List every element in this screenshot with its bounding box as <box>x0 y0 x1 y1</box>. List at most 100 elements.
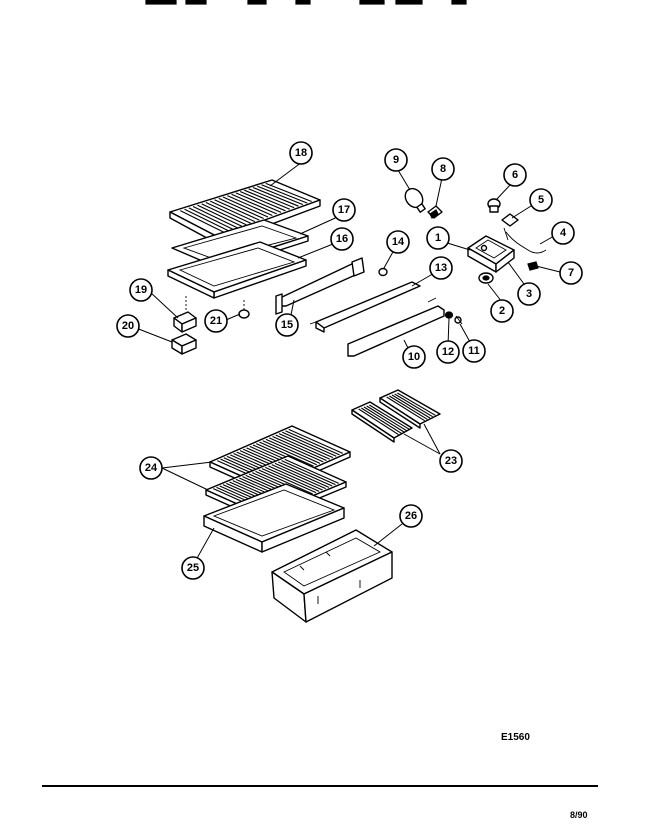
part-4-wire <box>505 231 547 254</box>
part-16-shelf-tray <box>167 241 307 299</box>
shelf-hatch-line <box>269 437 324 463</box>
part-10-shelf-rail <box>347 297 445 357</box>
part-21-nut <box>238 300 250 319</box>
shelf-hatch-line <box>180 210 225 233</box>
callout-8: 8 <box>431 157 455 181</box>
shelf-hatch-line <box>282 431 337 457</box>
svg-text:6: 6 <box>512 169 518 181</box>
svg-text:24: 24 <box>145 462 158 474</box>
part-15-bracket-rail <box>275 257 365 315</box>
shelf-hatch-line <box>366 405 407 432</box>
callout-12: 12 <box>436 340 460 364</box>
date-code: 8/90 <box>570 810 588 820</box>
callout-19: 19 <box>129 278 153 302</box>
svg-text:25: 25 <box>187 562 199 574</box>
svg-text:26: 26 <box>405 510 417 522</box>
shelf-hatch-line <box>192 206 238 229</box>
shelf-hatch-line <box>265 182 312 203</box>
svg-text:8: 8 <box>440 163 446 175</box>
svg-text:20: 20 <box>122 320 134 332</box>
shelf-hatch-line <box>188 207 234 230</box>
callout-1: 1 <box>426 226 450 250</box>
callout-25: 25 <box>181 556 205 580</box>
svg-text:4: 4 <box>560 227 567 239</box>
shelf-hatch-line <box>265 466 320 492</box>
svg-text:10: 10 <box>408 351 420 363</box>
part-1-control-housing <box>467 235 515 273</box>
part-12-washer <box>444 311 454 319</box>
callout-11: 11 <box>462 339 486 363</box>
diagram-code: E1560 <box>501 732 530 743</box>
shelf-hatch-line <box>394 393 433 418</box>
shelf-hatch-line <box>201 203 247 226</box>
shelf-hatch-line <box>235 192 282 213</box>
part-2-control-knob <box>478 272 494 284</box>
part-9-light-bulb <box>404 187 426 213</box>
shelf-hatch-line <box>369 404 410 430</box>
shelf-hatch-line <box>265 438 321 464</box>
svg-text:12: 12 <box>442 346 454 358</box>
shelf-hatch-line <box>397 392 436 416</box>
shelf-hatch-line <box>271 464 326 490</box>
shelf-hatch-line <box>274 462 330 488</box>
part-11-screw <box>454 315 463 325</box>
svg-text:17: 17 <box>338 204 350 216</box>
shelf-hatch-line <box>209 200 256 223</box>
shelf-hatch-line <box>386 396 425 422</box>
shelf-hatch-line <box>227 195 273 216</box>
svg-text:3: 3 <box>526 288 532 300</box>
shelf-hatch-line <box>278 461 333 487</box>
part-14-nut <box>378 267 388 277</box>
svg-text:9: 9 <box>393 154 399 166</box>
callout-13: 13 <box>429 256 453 280</box>
svg-text:15: 15 <box>281 319 293 331</box>
callout-15: 15 <box>275 313 299 337</box>
part-20-bracket <box>171 333 197 355</box>
shelf-hatch-line <box>358 408 399 436</box>
callout-5: 5 <box>529 188 553 212</box>
shelf-hatch-line <box>197 204 243 227</box>
callout-3: 3 <box>517 282 541 306</box>
shelf-hatch-line <box>278 433 334 459</box>
shelf-hatch-line <box>285 430 340 456</box>
svg-text:18: 18 <box>295 147 307 159</box>
shelf-hatch-line <box>262 440 317 466</box>
shelf-hatch-line <box>218 197 264 220</box>
shelf-hatch-line <box>284 458 339 484</box>
callout-4: 4 <box>551 221 575 245</box>
shelf-hatch-line <box>252 186 299 207</box>
shelf-hatch-line <box>275 434 330 460</box>
shelf-hatch-line <box>361 407 402 434</box>
svg-text:19: 19 <box>135 284 147 296</box>
callout-21: 21 <box>204 309 228 333</box>
svg-text:1: 1 <box>435 232 441 244</box>
callout-20: 20 <box>116 314 140 338</box>
svg-text:23: 23 <box>445 455 457 467</box>
svg-text:14: 14 <box>392 236 405 248</box>
part-13-shelf-rail <box>309 281 421 333</box>
shelf-hatch-line <box>256 185 304 206</box>
shelf-hatch-line <box>214 199 260 221</box>
svg-text:13: 13 <box>435 262 447 274</box>
part-8-light-socket <box>427 205 443 219</box>
shelf-hatch-line <box>261 184 308 204</box>
part-25-crisper-cover <box>203 483 345 553</box>
svg-text:7: 7 <box>568 267 574 279</box>
shelf-hatch-line <box>391 394 431 419</box>
shelf-hatch-line <box>363 406 405 433</box>
svg-text:2: 2 <box>499 305 505 317</box>
shelf-hatch-line <box>281 460 336 486</box>
svg-text:5: 5 <box>538 194 544 206</box>
callout-16: 16 <box>330 227 354 251</box>
shelf-hatch-line <box>248 188 295 209</box>
callout-18: 18 <box>289 141 313 165</box>
shelf-hatch-line <box>258 469 313 495</box>
shelf-hatch-line <box>184 208 229 232</box>
part-26-crisper-drawer <box>271 529 393 623</box>
callout-7: 7 <box>559 261 583 285</box>
shelf-hatch-line <box>288 428 343 454</box>
svg-text:11: 11 <box>468 345 480 357</box>
svg-text:21: 21 <box>210 315 222 327</box>
callout-24: 24 <box>139 456 163 480</box>
